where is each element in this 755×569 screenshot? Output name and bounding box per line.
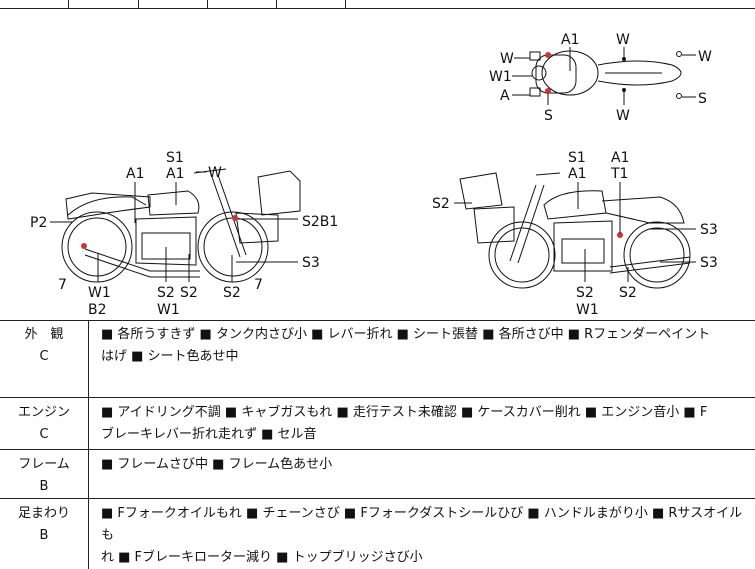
notes-line: ■ 各所うすきず ■ タンク内さび小 ■ レバー折れ ■ シート張替 ■ 各所さ… [101, 324, 747, 346]
label-A1: A1 [561, 32, 579, 48]
label-A1: A1 [611, 150, 629, 166]
notes-line: ブレーキレバー折れ走れず ■ セル音 [101, 424, 747, 446]
category-cell: 外 観 C [0, 320, 89, 397]
grade-value: C [0, 346, 88, 368]
divider [68, 0, 69, 8]
notes-line: ■ Fフォークオイルもれ ■ チェーンさび ■ Fフォークダストシールひび ■ … [101, 503, 747, 547]
label-W: W [698, 49, 712, 65]
label-S3: S3 [700, 255, 718, 271]
top-strip [0, 0, 755, 9]
divider [276, 0, 277, 8]
notes-line: はげ ■ シート色あせ中 [101, 346, 747, 368]
label-7: 7 [254, 277, 263, 293]
label-S2: S2 [223, 285, 241, 301]
label-S2: S2 [619, 285, 637, 301]
section-row-exterior: 外 観 C ■ 各所うすきず ■ タンク内さび小 ■ レバー折れ ■ シート張替… [0, 320, 755, 397]
category-cell: 足まわり B [0, 498, 89, 569]
label-W: W [208, 165, 222, 181]
label-S2B1: S2B1 [302, 214, 338, 230]
condition-notes: ■ アイドリング不調 ■ キャブガスもれ ■ 走行テスト未確認 ■ ケースカバー… [89, 397, 755, 449]
label-A1: A1 [126, 166, 144, 182]
category-name: エンジン [0, 402, 88, 424]
category-cell: フレーム B [0, 449, 89, 498]
motorcycle-diagram: A1 W W W1 A S W W S S1 A1 A1 W P2 [0, 9, 755, 320]
category-cell: エンジン C [0, 397, 89, 449]
label-W: W [500, 51, 514, 67]
label-W1: W1 [489, 69, 512, 85]
label-S2: S2 [576, 285, 594, 301]
condition-notes: ■ フレームさび中 ■ フレーム色あせ小 [89, 449, 755, 498]
label-S1: S1 [568, 150, 586, 166]
grade-value: C [0, 424, 88, 446]
section-row-frame: フレーム B ■ フレームさび中 ■ フレーム色あせ小 [0, 449, 755, 498]
top-view-motorcycle [530, 51, 682, 99]
right-side-motorcycle [460, 173, 690, 288]
label-W1: W1 [576, 302, 599, 318]
condition-table: 外 観 C ■ 各所うすきず ■ タンク内さび小 ■ レバー折れ ■ シート張替… [0, 320, 755, 569]
condition-notes: ■ Fフォークオイルもれ ■ チェーンさび ■ Fフォークダストシールひび ■ … [89, 498, 755, 569]
section-row-suspension: 足まわり B ■ Fフォークオイルもれ ■ チェーンさび ■ Fフォークダストシ… [0, 498, 755, 569]
label-W: W [616, 108, 630, 124]
category-name: フレーム [0, 454, 88, 476]
grade-value: B [0, 525, 88, 547]
label-S2: S2 [180, 285, 198, 301]
damage-diagram: A1 W W W1 A S W W S S1 A1 A1 W P2 [0, 9, 755, 321]
label-W: W [616, 32, 630, 48]
label-P2: P2 [30, 215, 47, 231]
label-B2: B2 [88, 302, 107, 318]
divider [207, 0, 208, 8]
label-S: S [698, 91, 707, 107]
label-W1: W1 [157, 302, 180, 318]
label-W1: W1 [88, 285, 111, 301]
notes-line: ■ フレームさび中 ■ フレーム色あせ小 [101, 454, 747, 476]
label-A: A [500, 88, 510, 104]
label-A1: A1 [166, 166, 184, 182]
notes-line: れ ■ Fブレーキローター減り ■ トップブリッジさび小 [101, 547, 747, 569]
divider [345, 0, 346, 8]
category-name: 外 観 [0, 324, 88, 346]
label-S2: S2 [432, 196, 450, 212]
label-S1: S1 [166, 150, 184, 166]
notes-line: ■ アイドリング不調 ■ キャブガスもれ ■ 走行テスト未確認 ■ ケースカバー… [101, 402, 747, 424]
section-row-engine: エンジン C ■ アイドリング不調 ■ キャブガスもれ ■ 走行テスト未確認 ■… [0, 397, 755, 449]
label-S3: S3 [302, 255, 320, 271]
label-7: 7 [58, 277, 67, 293]
divider [138, 0, 139, 8]
label-T1: T1 [610, 166, 628, 182]
grade-value: B [0, 476, 88, 498]
label-A1: A1 [568, 166, 586, 182]
label-S: S [544, 108, 553, 124]
condition-notes: ■ 各所うすきず ■ タンク内さび小 ■ レバー折れ ■ シート張替 ■ 各所さ… [89, 320, 755, 397]
category-name: 足まわり [0, 503, 88, 525]
label-S3: S3 [700, 222, 718, 238]
label-S2: S2 [157, 285, 175, 301]
